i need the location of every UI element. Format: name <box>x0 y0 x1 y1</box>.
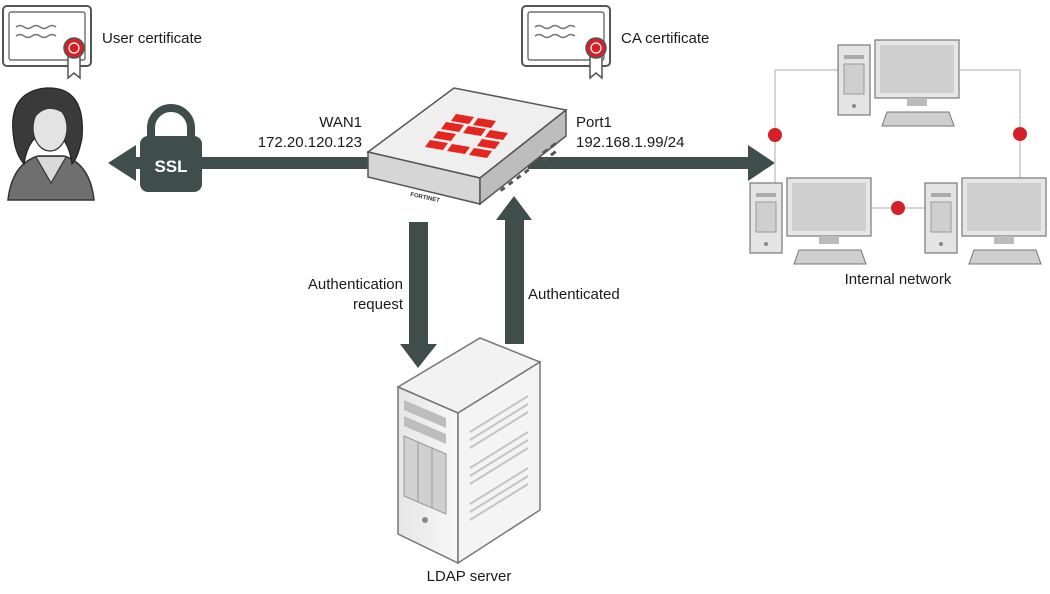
brand-logo-icon <box>425 114 508 158</box>
wan-interface-label: WAN1 <box>319 114 362 131</box>
internal-network-label: Internal network <box>844 271 952 288</box>
ca-certificate-label: CA certificate <box>621 30 710 47</box>
auth-request-label-line2: request <box>352 296 403 313</box>
wan-ip-label: 172.20.120.123 <box>257 134 362 151</box>
workstation-icon <box>924 177 1047 265</box>
ldap-server-icon <box>396 337 542 565</box>
auth-request-arrow <box>400 222 437 368</box>
lan-interface-label: Port1 <box>576 114 612 131</box>
auth-request-label-line1: Authentication <box>307 276 403 293</box>
lan-arrow <box>528 145 775 181</box>
network-node <box>891 201 905 215</box>
authenticated-label: Authenticated <box>528 286 620 303</box>
ldap-server-label: LDAP server <box>426 568 512 585</box>
ssl-lock-icon: SSL <box>140 104 202 192</box>
port-leds <box>499 142 557 192</box>
user-avatar-icon <box>7 87 95 201</box>
firewall-appliance-icon: FORTINET <box>366 87 568 206</box>
ssl-badge-label: SSL <box>154 157 187 176</box>
ca-certificate-icon <box>521 5 611 80</box>
lan-ip-label: 192.168.1.99/24 <box>576 134 685 151</box>
workstation-icon <box>749 177 872 265</box>
authenticated-arrow <box>496 196 532 344</box>
network-node <box>1013 127 1027 141</box>
workstation-icon <box>837 39 960 127</box>
user-certificate-label: User certificate <box>102 30 203 47</box>
user-certificate-icon <box>2 5 92 80</box>
network-node <box>768 128 782 142</box>
